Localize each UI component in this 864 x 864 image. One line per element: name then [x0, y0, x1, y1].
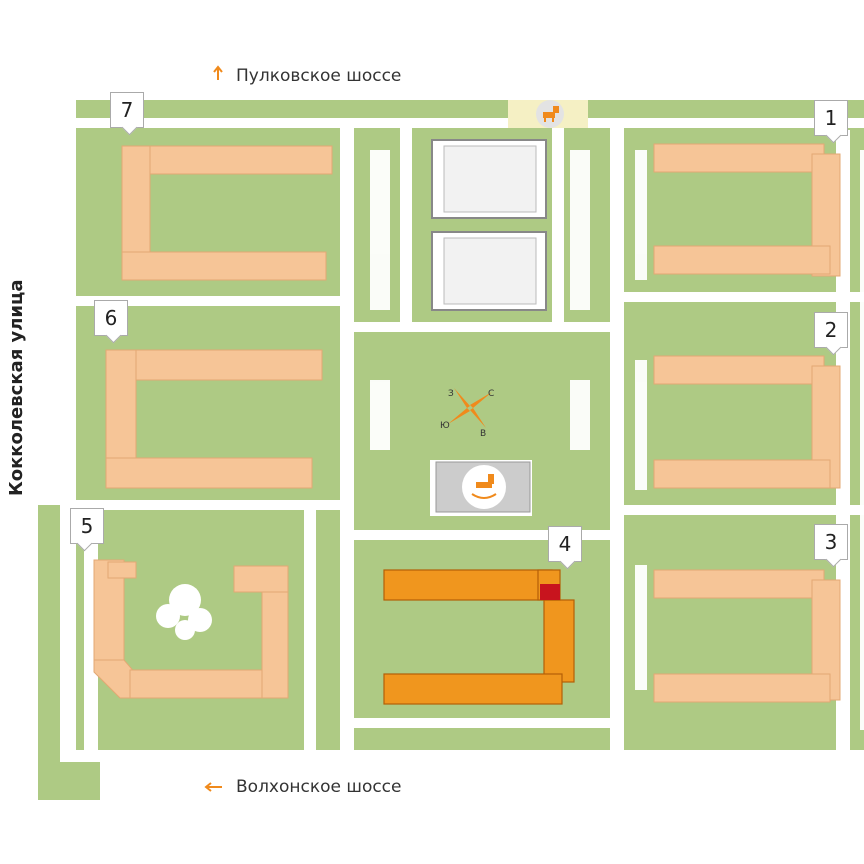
compass-north-label: С: [488, 389, 494, 399]
rocking-horse-icon: [471, 474, 497, 499]
building-6-shape: [105, 349, 323, 489]
compass-south-label: Ю: [440, 421, 450, 431]
building-7-shape: [121, 145, 333, 281]
road-label-north: Пулковское шоссе: [236, 66, 402, 86]
courtyard-5: [156, 584, 212, 640]
building-4-shape: [383, 569, 575, 705]
compass-west-label: З: [448, 389, 454, 399]
compass-east-label: В: [480, 429, 486, 439]
building-7-callout[interactable]: 7: [110, 92, 144, 128]
road-network: [60, 100, 864, 762]
building-5-shape: [93, 559, 289, 699]
building-5-callout[interactable]: 5: [70, 508, 104, 544]
west-arrow-icon: [204, 782, 222, 792]
building-1-callout[interactable]: 1: [814, 100, 848, 136]
road-label-west: Кокколевская улица: [6, 279, 27, 496]
building-3-shape: [653, 569, 841, 703]
building-2-callout[interactable]: 2: [814, 312, 848, 348]
building-3-callout[interactable]: 3: [814, 524, 848, 560]
road-label-south: Волхонское шоссе: [236, 777, 402, 797]
building-6-callout[interactable]: 6: [94, 300, 128, 336]
selected-section[interactable]: [540, 584, 560, 600]
parking-lots: [431, 139, 547, 311]
parking-strips: [370, 150, 864, 730]
north-arrow-icon: [213, 65, 223, 80]
compass-icon: С В Ю З: [440, 388, 494, 439]
building-4-callout[interactable]: 4: [548, 526, 582, 562]
building-1-shape: [653, 143, 841, 277]
dog-walking-icon: [536, 100, 564, 128]
building-2-shape: [653, 355, 841, 489]
